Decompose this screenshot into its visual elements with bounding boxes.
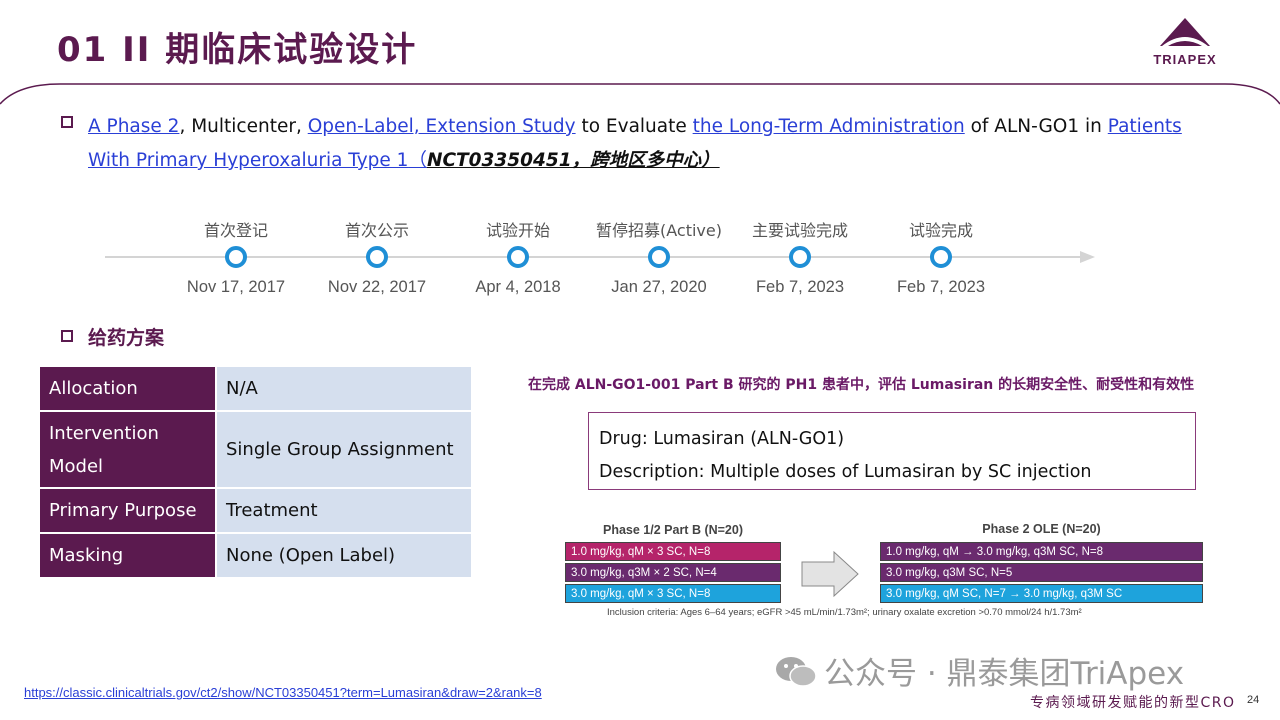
footer-tagline: 专病领域研发赋能的新型CRO [1030,695,1236,711]
phase12-arms: 1.0 mg/kg, qM × 3 SC, N=8 3.0 mg/kg, q3M… [565,542,781,603]
table-value: None (Open Label) [215,534,471,577]
table-value: Single Group Assignment [215,412,471,487]
description-line: Description: Multiple doses of Lumasiran… [599,456,1185,489]
logo-mark-icon [1160,18,1210,46]
drug-value: : Lumasiran (ALN-GO1) [641,429,845,449]
study-objective: 在完成 ALN-GO1-001 Part B 研究的 PH1 患者中，评估 Lu… [528,377,1195,393]
phase12-title: Phase 1/2 Part B (N=20) [603,523,743,537]
watermark: 公众号 · 鼎泰集团TriApex [774,648,1184,693]
study-title-segment: Patients With Primary Hyperoxaluria Type… [88,116,1182,171]
table-value: N/A [215,367,471,410]
timeline-label: 首次登记 [203,221,268,240]
study-title-segment: （ [408,150,427,171]
table-row: Allocation N/A [40,367,471,410]
timeline-axis [105,251,1095,263]
drug-box: Drug: Lumasiran (ALN-GO1) Description: M… [588,412,1196,490]
study-title-segment: , [179,116,192,137]
phase2-ole-arms: 1.0 mg/kg, qM → 3.0 mg/kg, q3M SC, N=8 3… [880,542,1203,603]
table-key: Allocation [40,367,215,410]
timeline-label: 首次公示 [344,221,409,240]
timeline-milestone-icon [648,246,670,268]
timeline-milestone-icon [789,246,811,268]
timeline-milestone-icon [930,246,952,268]
study-title-segment: NCT03350451，跨地区多中心） [426,150,720,171]
study-title-segment: A Phase 2 [88,116,180,137]
study-bullet-icon [61,116,73,128]
timeline-label: 试验开始 [485,221,550,240]
drug-line: Drug: Lumasiran (ALN-GO1) [599,423,1185,456]
arm-bar: 1.0 mg/kg, qM × 3 SC, N=8 [565,542,781,561]
description-label: Description [599,462,699,482]
study-title: A Phase 2, Multicenter, Open-Label, Exte… [88,110,1198,178]
timeline-label: 试验完成 [908,221,973,240]
study-title-segment: the Long-Term Administration [692,116,965,137]
study-title-segment: Open-Label, Extension Study [307,116,576,137]
transition-arrow-icon [801,550,859,598]
page-number: 24 [1247,694,1260,706]
arm-bar: 3.0 mg/kg, q3M × 2 SC, N=4 [565,563,781,582]
arm-bar: 3.0 mg/kg, qM SC, N=7 → 3.0 mg/kg, q3M S… [880,584,1203,603]
page-title: 01 II 期临床试验设计 [57,30,418,70]
watermark-text: 公众号 · 鼎泰集团TriApex [824,656,1185,692]
arm-bar: 3.0 mg/kg, qM × 3 SC, N=8 [565,584,781,603]
description-value: : Multiple doses of Lumasiran by SC inje… [698,462,1092,482]
table-row: Masking None (Open Label) [40,534,471,577]
table-value: Treatment [215,489,471,532]
arm-bar: 3.0 mg/kg, q3M SC, N=5 [880,563,1203,582]
study-title-segment: of ALN-GO1 in [964,116,1108,137]
timeline-date: Nov 17, 2017 [186,278,286,296]
timeline-milestone-icon [366,246,388,268]
timeline-milestone-icon [225,246,247,268]
phase2-ole-title: Phase 2 OLE (N=20) [982,522,1101,536]
table-key: Masking [40,534,215,577]
dosing-table: Allocation N/A Intervention Model Single… [40,365,471,579]
triapex-logo: TRIAPEX [1140,16,1230,72]
timeline-date: Jan 27, 2020 [611,278,707,296]
source-link[interactable]: https://classic.clinicaltrials.gov/ct2/s… [24,685,542,700]
study-title-segment: to Evaluate [575,116,693,137]
table-key: Primary Purpose [40,489,215,532]
timeline-label: 暂停招募(Active) [596,221,722,240]
wechat-icon [776,657,817,687]
dosing-bullet-icon [61,330,73,342]
table-key: Intervention Model [40,412,215,487]
study-title-segment: Multicenter, [191,116,302,137]
table-row: Primary Purpose Treatment [40,489,471,532]
timeline-date: Feb 7, 2023 [896,278,986,296]
timeline-date: Feb 7, 2023 [755,278,845,296]
dosing-section-title: 给药方案 [88,327,165,349]
inclusion-criteria: Inclusion criteria: Ages 6–64 years; eGF… [607,607,1082,618]
timeline-milestone-icon [507,246,529,268]
drug-label: Drug [599,429,642,449]
header-divider-curve [0,83,1280,105]
timeline-label: 主要试验完成 [751,221,848,240]
timeline-date: Nov 22, 2017 [327,278,427,296]
logo-text: TRIAPEX [1153,52,1217,67]
arm-bar: 1.0 mg/kg, qM → 3.0 mg/kg, q3M SC, N=8 [880,542,1203,561]
timeline-date: Apr 4, 2018 [475,278,561,296]
table-row: Intervention Model Single Group Assignme… [40,412,471,487]
